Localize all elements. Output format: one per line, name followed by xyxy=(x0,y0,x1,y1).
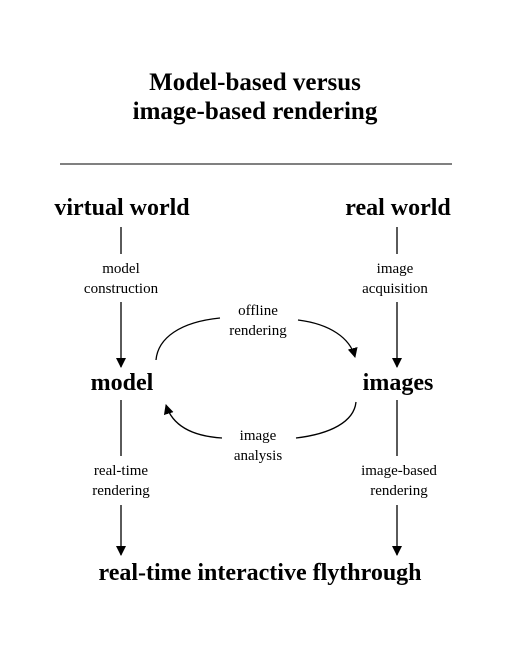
label-image-analysis-1: image xyxy=(239,428,277,444)
label-image-analysis-2: analysis xyxy=(233,448,283,464)
title-line-2: image-based rendering xyxy=(132,98,378,125)
label-offline-rendering-2: rendering xyxy=(229,323,287,339)
label-image-acquisition-1: image xyxy=(376,261,414,277)
label-model-construction-1: model xyxy=(102,261,140,277)
label-model-construction-2: construction xyxy=(83,281,159,297)
label-offline-rendering-1: offline xyxy=(238,303,278,319)
label-realtime-rendering-2: rendering xyxy=(92,483,150,499)
node-virtual-world: virtual world xyxy=(54,195,190,221)
title-line-1: Model-based versus xyxy=(149,69,361,96)
arc-analysis-left xyxy=(163,404,223,439)
node-model: model xyxy=(90,370,154,396)
label-image-acquisition-2: acquisition xyxy=(362,281,428,297)
node-real-world: real world xyxy=(345,195,451,221)
label-image-based-rendering-1: image-based xyxy=(361,463,437,479)
node-images: images xyxy=(362,370,434,396)
arc-offline-left xyxy=(155,317,221,361)
label-realtime-rendering-1: real-time xyxy=(93,463,149,479)
arc-offline-right xyxy=(297,319,358,358)
label-image-based-rendering-2: rendering xyxy=(370,483,428,499)
node-flythrough: real-time interactive flythrough xyxy=(98,560,422,586)
arc-analysis-right xyxy=(295,401,357,439)
